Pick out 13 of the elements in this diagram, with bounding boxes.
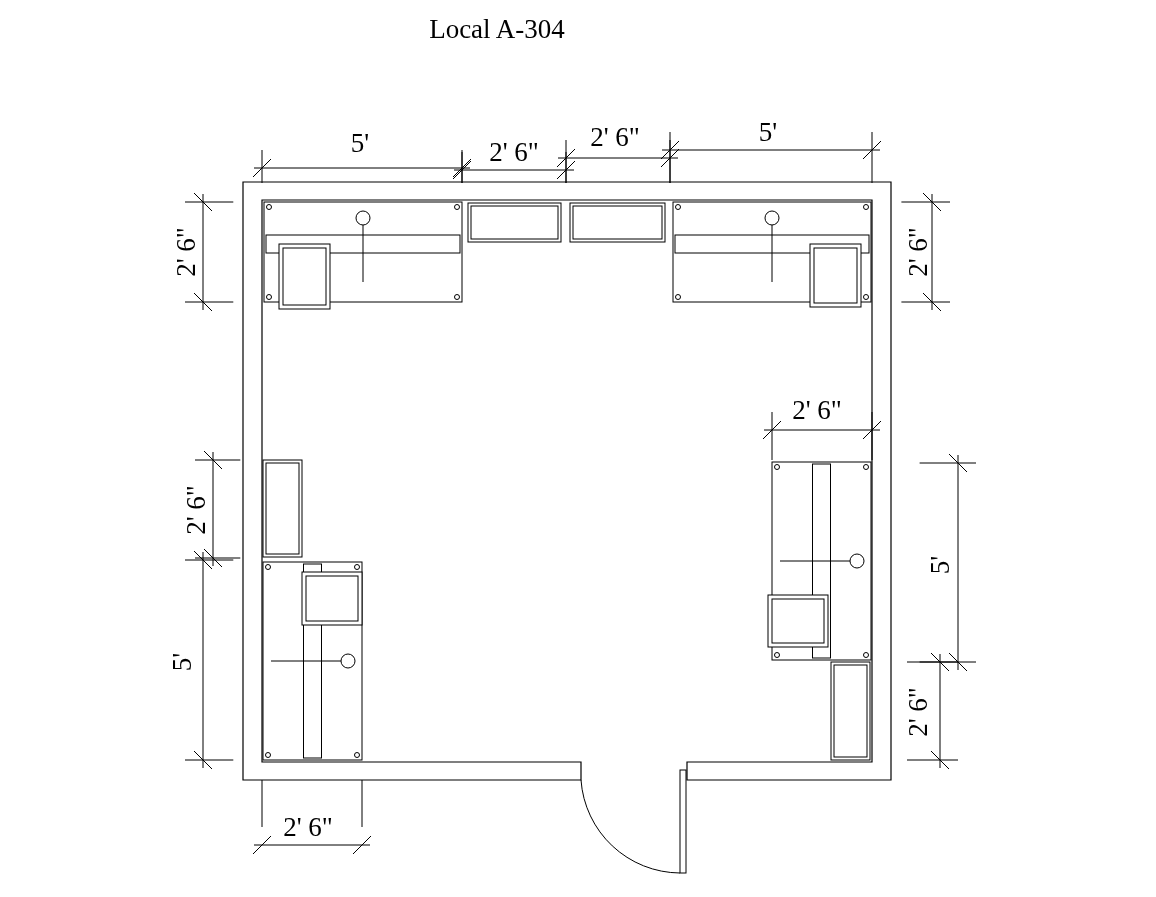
dimension-label: 2' 6" [182,485,210,535]
dimension-label: 5' [758,118,778,146]
dimension-label: 2' 6" [489,138,539,166]
dimension-label: 2' 6" [590,123,640,151]
dimension-label: 5' [350,129,370,157]
dimension-label: 2' 6" [172,227,200,277]
dimension-label: 5' [926,555,954,575]
dimension-label: 2' 6" [904,227,932,277]
dimension-label: 2' 6" [283,813,333,841]
plan-title: Local A-304 [429,14,565,45]
dimension-label: 2' 6" [904,687,932,737]
dimension-label: 2' 6" [792,396,842,424]
dimension-label: 5' [168,652,196,672]
